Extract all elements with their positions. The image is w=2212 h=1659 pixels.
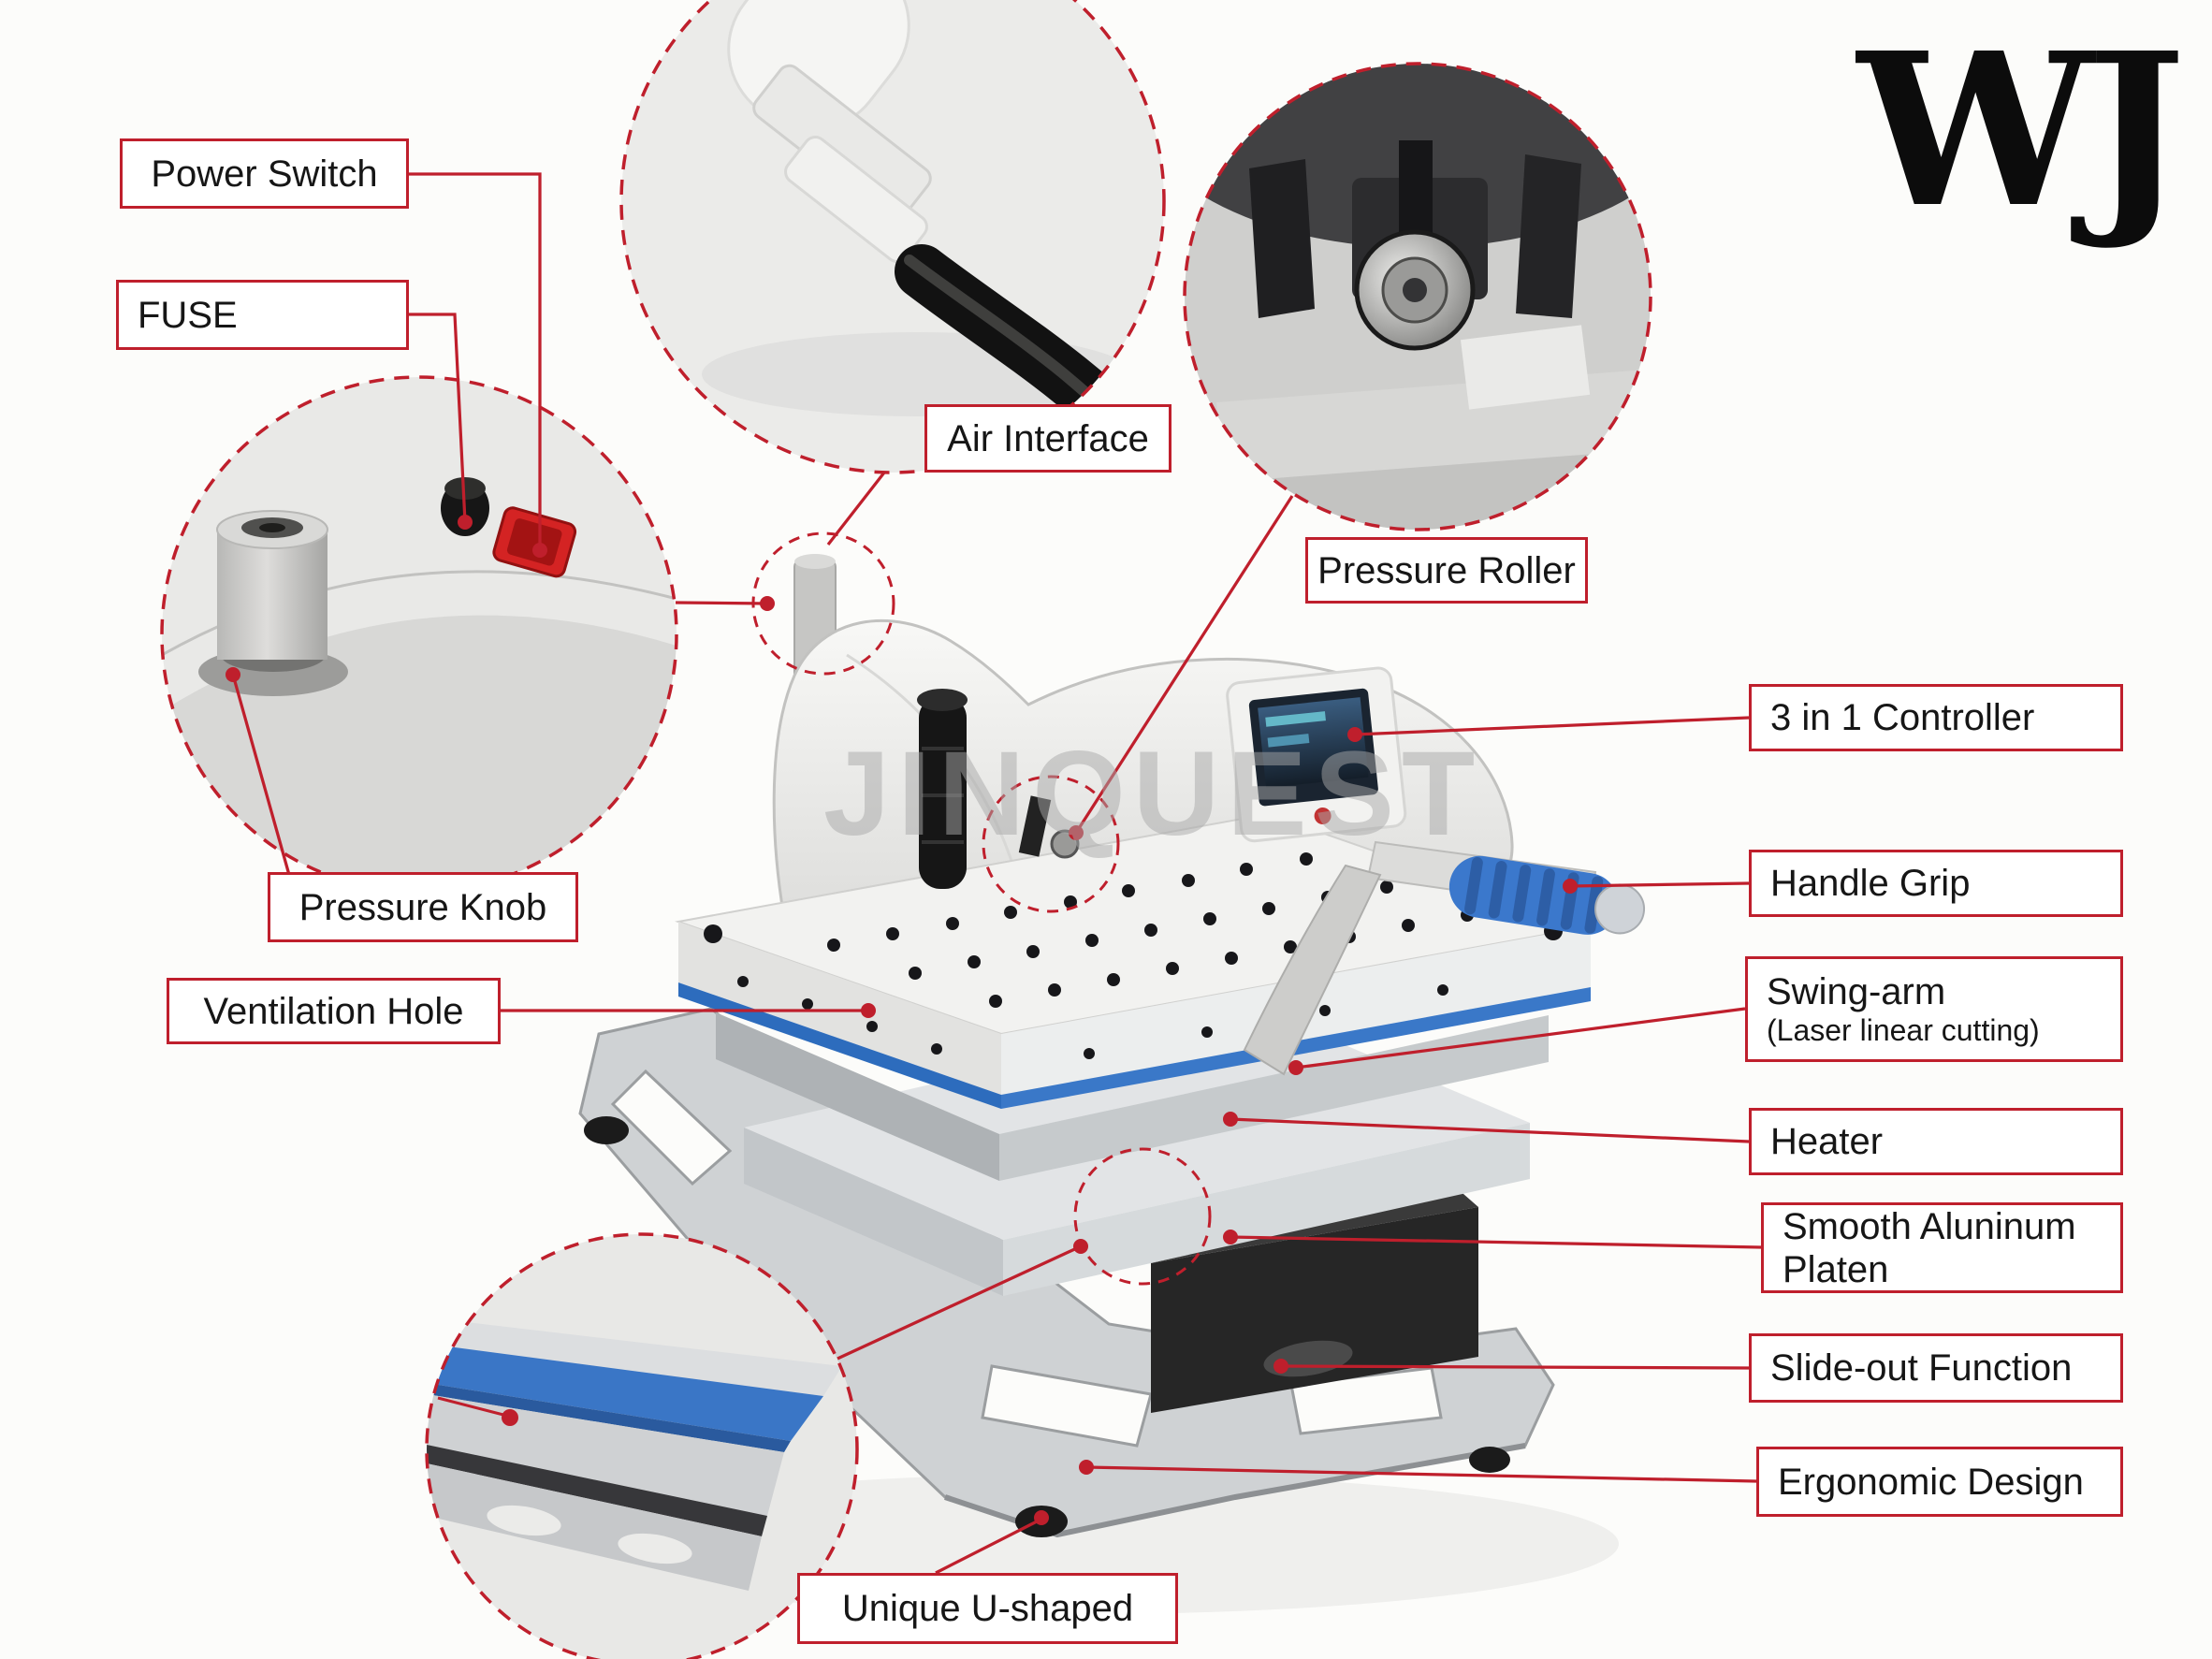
label-air-interface: Air Interface [924, 404, 1171, 473]
callout-lines [231, 172, 1762, 1575]
label-3in1-controller: 3 in 1 Controller [1749, 684, 2123, 751]
power-rocker-switch [492, 506, 577, 578]
swing-arm-title: Swing-arm [1767, 971, 1946, 1013]
heater-plate [716, 1012, 1549, 1181]
label-fuse: FUSE [116, 280, 409, 350]
label-aluminum-platen: Smooth Aluninum Platen [1761, 1202, 2123, 1293]
label-pressure-knob: Pressure Knob [268, 872, 578, 942]
label-handle-grip: Handle Grip [1749, 850, 2123, 917]
ventilation-holes [704, 852, 1563, 1059]
blue-pad-edge [427, 1344, 823, 1441]
pressure-knob-cylinder [217, 529, 327, 660]
detail-power-switch-closeup [162, 377, 677, 892]
label-slide-out-function: Slide-out Function [1749, 1333, 2123, 1403]
zoom-circles [160, 0, 1652, 1659]
brand-logo: WJ [1857, 7, 2186, 255]
detail-slide-rail-closeup [427, 1234, 857, 1659]
label-swing-arm: Swing-arm (Laser linear cutting) [1745, 956, 2123, 1062]
label-power-switch: Power Switch [120, 138, 409, 209]
label-ventilation-hole: Ventilation Hole [167, 978, 501, 1044]
label-ergonomic-design: Ergonomic Design [1756, 1447, 2123, 1517]
label-unique-u-shaped: Unique U-shaped [797, 1573, 1178, 1644]
control-panel [1226, 666, 1407, 843]
callout-dots [226, 515, 1578, 1525]
swing-arm-bracket [1243, 864, 1382, 1076]
detail-air-interface-closeup [621, 0, 1164, 473]
center-knob-handle [917, 689, 968, 889]
detail-pressure-roller-closeup [1185, 64, 1651, 530]
label-heater: Heater [1749, 1108, 2123, 1175]
swing-arm-note: (Laser linear cutting) [1767, 1013, 2040, 1048]
platen-line2: Platen [1783, 1248, 1889, 1290]
label-pressure-roller: Pressure Roller [1305, 537, 1588, 604]
controller-button [1314, 807, 1332, 824]
platen-line1: Smooth Aluninum [1783, 1205, 2076, 1247]
handle-grip-blue [1448, 855, 1646, 935]
